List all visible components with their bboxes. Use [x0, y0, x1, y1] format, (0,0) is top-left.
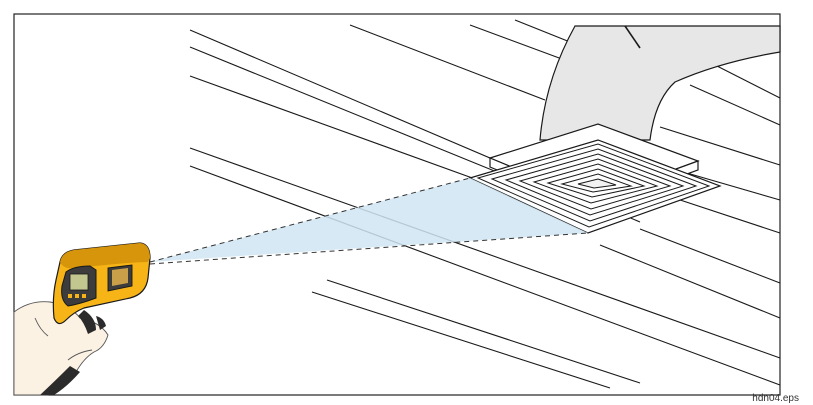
- figure-code: hdn04.eps: [752, 393, 799, 404]
- air-duct-icon: [539, 25, 781, 141]
- measurement-beam-cone: [149, 177, 589, 265]
- infrared-thermometer-icon: [52, 242, 151, 334]
- ceiling-vent-diffuser-icon: [468, 123, 722, 234]
